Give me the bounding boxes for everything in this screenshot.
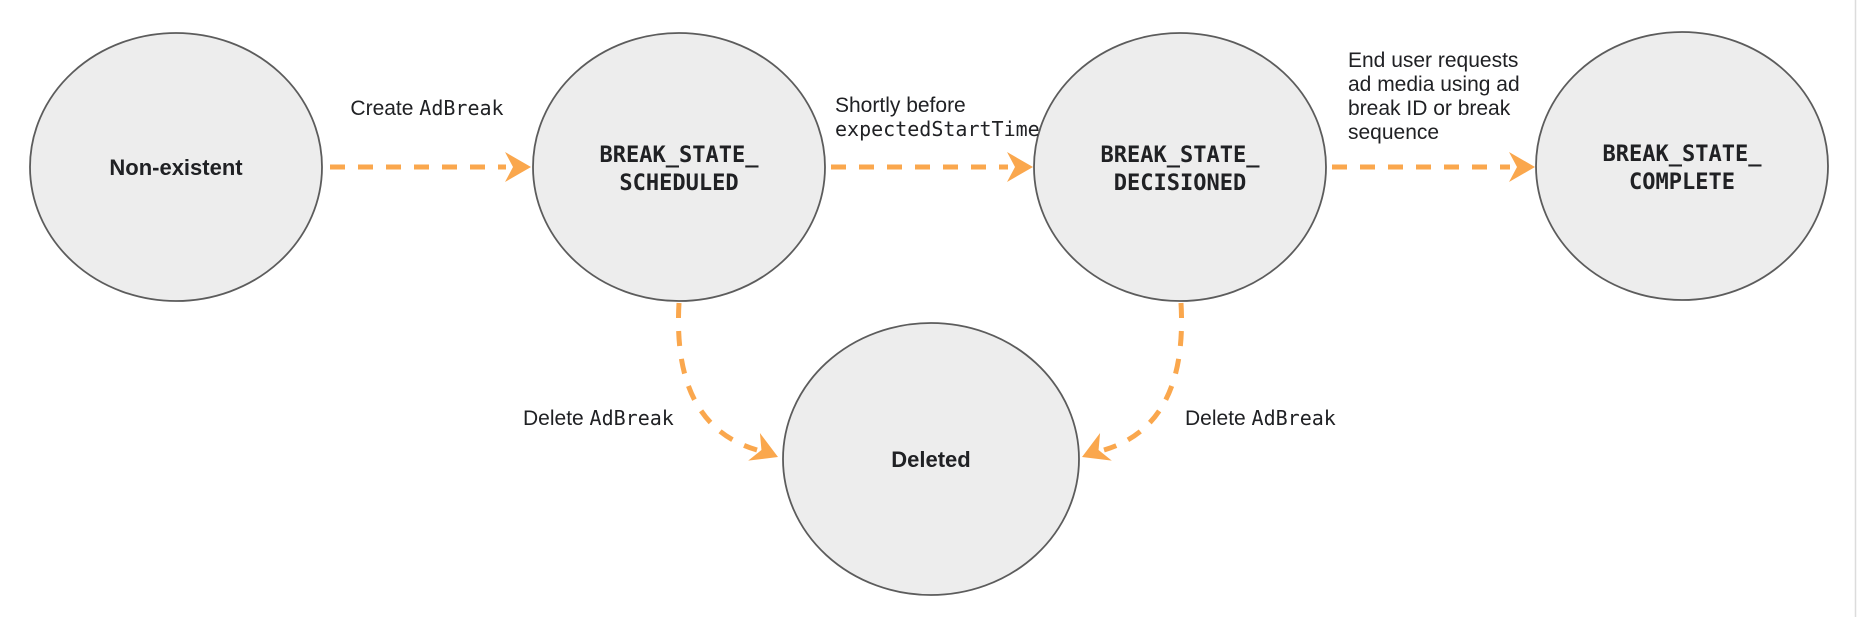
transition-label-plain: Delete xyxy=(1185,407,1252,430)
transition-arrow-delete-decisioned xyxy=(1103,302,1185,453)
transition-label-line: End user requests xyxy=(1348,49,1518,72)
state-label-break-state-scheduled: BREAK_STATE_ SCHEDULED xyxy=(600,143,760,196)
arrowhead-icon xyxy=(505,152,531,182)
transition-label-plain: Create xyxy=(350,97,419,120)
state-node-break-state-decisioned xyxy=(1033,32,1327,302)
state-node-break-state-scheduled xyxy=(532,32,826,302)
transition-arrow-delete-scheduled xyxy=(675,302,758,453)
state-label-break-state-complete: BREAK_STATE_ COMPLETE xyxy=(1603,142,1763,195)
transition-label-shortly-before: Shortly before expectedStartTime xyxy=(835,94,1040,141)
transition-label-code: AdBreak xyxy=(1252,406,1336,430)
state-label-line: BREAK_STATE_ xyxy=(600,143,760,168)
state-node-break-state-complete xyxy=(1535,31,1829,301)
state-label-line: BREAK_STATE_ xyxy=(1603,142,1763,167)
transition-label-create-adbreak: Create AdBreak xyxy=(350,96,503,120)
state-node-deleted xyxy=(782,322,1080,596)
arrowhead-icon xyxy=(1509,152,1535,182)
transition-label-delete-adbreak-right: Delete AdBreak xyxy=(1185,406,1336,430)
state-label-line: COMPLETE xyxy=(1629,170,1735,195)
arrowhead-icon xyxy=(1007,152,1033,182)
state-label-break-state-decisioned: BREAK_STATE_ DECISIONED xyxy=(1101,143,1261,196)
state-label-line: DECISIONED xyxy=(1114,171,1246,196)
transition-label-plain: Delete xyxy=(523,407,590,430)
transition-label-end-user-request: End user requests ad media using ad brea… xyxy=(1348,49,1520,144)
transition-label-line: sequence xyxy=(1348,121,1439,144)
transition-label-line: break ID or break xyxy=(1348,97,1511,120)
state-node-non-existent xyxy=(29,32,323,302)
arrowhead-icon xyxy=(748,433,778,461)
transition-label-code: AdBreak xyxy=(590,406,674,430)
state-label-line: SCHEDULED xyxy=(619,171,738,196)
state-label-non-existent: Non-existent xyxy=(109,155,243,180)
state-label-deleted: Deleted xyxy=(891,447,970,472)
transition-label-delete-adbreak-left: Delete AdBreak xyxy=(523,406,674,430)
transition-label-line: ad media using ad xyxy=(1348,73,1520,96)
transition-label-code: AdBreak xyxy=(419,96,503,120)
state-label-line: BREAK_STATE_ xyxy=(1101,143,1261,168)
arrowhead-icon xyxy=(1082,433,1112,461)
transition-label-line: expectedStartTime xyxy=(835,117,1040,141)
transition-label-line: Shortly before xyxy=(835,94,966,117)
